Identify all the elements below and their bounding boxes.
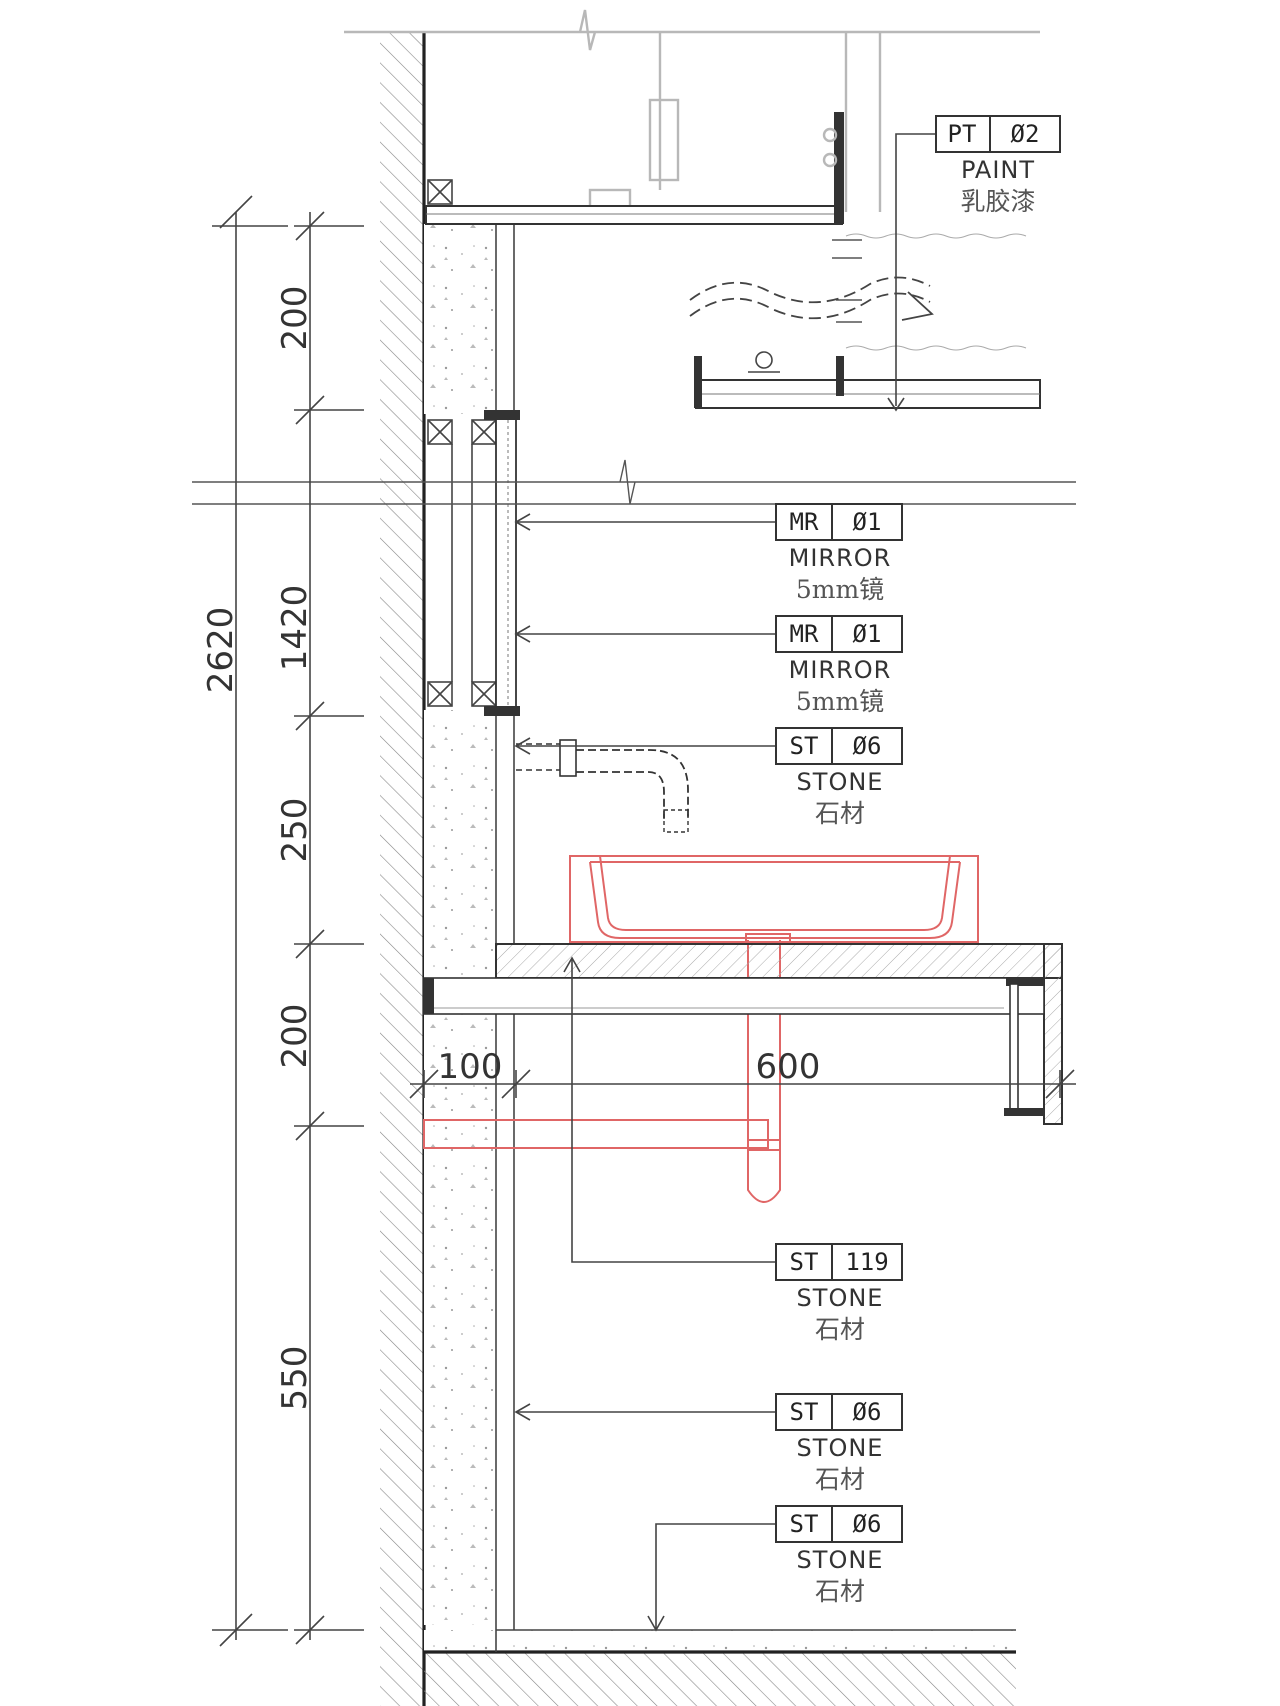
stone-countertop <box>423 943 1063 1125</box>
svg-text:ST: ST <box>790 732 819 760</box>
svg-text:ST: ST <box>790 1248 819 1276</box>
svg-text:Ø1: Ø1 <box>853 620 882 648</box>
dim-seg-3: 250 <box>275 798 315 863</box>
material-tag-stone-counter: ST 119 STONE 石材 <box>775 1243 903 1344</box>
svg-text:ST: ST <box>790 1398 819 1426</box>
svg-text:5mm镜: 5mm镜 <box>796 687 884 716</box>
break-line <box>192 459 1076 505</box>
ceiling-detail <box>344 9 1041 409</box>
svg-text:STONE: STONE <box>797 1546 884 1574</box>
svg-text:石材: 石材 <box>815 1315 865 1344</box>
wash-basin <box>423 855 979 1203</box>
svg-text:石材: 石材 <box>815 799 865 828</box>
vertical-dimension-lines <box>212 195 364 1647</box>
svg-text:5mm镜: 5mm镜 <box>796 575 884 604</box>
floor-slab <box>424 1629 1016 1706</box>
dim-seg-1: 200 <box>275 286 315 351</box>
leader-lines <box>514 133 936 1632</box>
svg-text:PAINT: PAINT <box>961 156 1035 184</box>
faucet <box>516 739 689 833</box>
dim-seg-2: 1420 <box>275 585 315 672</box>
svg-text:Ø6: Ø6 <box>853 732 882 760</box>
svg-text:Ø2: Ø2 <box>1011 120 1040 148</box>
svg-text:Ø6: Ø6 <box>853 1398 882 1426</box>
svg-text:Ø6: Ø6 <box>853 1510 882 1538</box>
material-tag-mirror-upper: MR Ø1 MIRROR 5mm镜 <box>775 503 903 604</box>
svg-text:乳胶漆: 乳胶漆 <box>960 187 1035 216</box>
horizontal-dimension-line <box>409 1069 1076 1099</box>
wall-finish-layer <box>424 224 515 1630</box>
svg-text:石材: 石材 <box>815 1465 865 1494</box>
svg-text:STONE: STONE <box>797 1284 884 1312</box>
material-tag-stone-wall: ST Ø6 STONE 石材 <box>775 1393 903 1494</box>
svg-text:MIRROR: MIRROR <box>789 656 892 684</box>
svg-text:STONE: STONE <box>797 768 884 796</box>
dim-horizontal-600: 600 <box>756 1047 821 1087</box>
svg-text:Ø1: Ø1 <box>853 508 882 536</box>
svg-text:STONE: STONE <box>797 1434 884 1462</box>
dim-horizontal-100: 100 <box>438 1047 503 1087</box>
svg-text:PT: PT <box>948 120 977 148</box>
svg-text:MIRROR: MIRROR <box>789 544 892 572</box>
material-tag-stone-faucet: ST Ø6 STONE 石材 <box>775 727 903 828</box>
mirror-framing <box>427 410 520 716</box>
material-tag-stone-floor: ST Ø6 STONE 石材 <box>775 1505 903 1606</box>
svg-text:ST: ST <box>790 1510 819 1538</box>
dim-overall: 2620 <box>201 607 241 694</box>
svg-text:石材: 石材 <box>815 1577 865 1606</box>
structural-wall <box>380 32 426 1706</box>
svg-text:MR: MR <box>790 508 819 536</box>
svg-text:MR: MR <box>790 620 819 648</box>
material-tag-mirror-lower: MR Ø1 MIRROR 5mm镜 <box>775 615 903 716</box>
dim-seg-5: 550 <box>275 1346 315 1411</box>
dim-seg-4: 200 <box>275 1004 315 1069</box>
material-tag-paint: PT Ø2 PAINT 乳胶漆 <box>935 115 1061 216</box>
svg-text:119: 119 <box>845 1248 888 1276</box>
